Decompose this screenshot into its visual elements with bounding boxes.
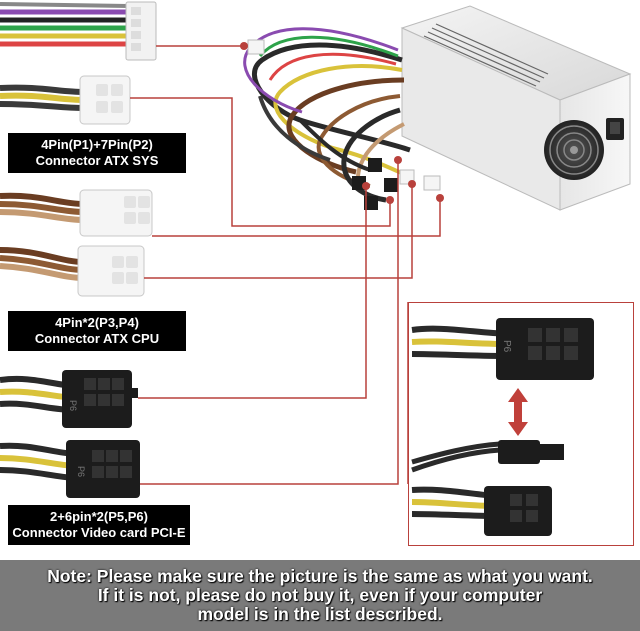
p1-4pin-cable bbox=[0, 75, 131, 125]
label-pcie-pins: 2+6pin*2(P5,P6) bbox=[50, 509, 148, 524]
label-atx-cpu-name: Connector ATX CPU bbox=[34, 331, 160, 346]
label-atx-sys-pins: 4Pin(P1)+7Pin(P2) bbox=[41, 137, 153, 152]
double-arrow-icon bbox=[508, 388, 528, 436]
atx-sys-7pin-cable bbox=[0, 1, 157, 61]
p6-mark-left-lower: P6 bbox=[76, 466, 86, 477]
label-atx-sys: 4Pin(P1)+7Pin(P2) Connector ATX SYS bbox=[8, 133, 186, 173]
p6-mark-inset: P6 bbox=[501, 340, 512, 353]
label-atx-cpu: 4Pin*2(P3,P4) Connector ATX CPU bbox=[8, 311, 186, 351]
bundle-plugs bbox=[247, 39, 441, 210]
label-pcie-name: Connector Video card PCI-E bbox=[12, 525, 186, 540]
p6-mark-left-upper: P6 bbox=[68, 400, 78, 411]
note-line-3: model is in the list described. bbox=[197, 604, 443, 624]
p5-pcie-cable bbox=[0, 370, 138, 428]
inset-split-cable bbox=[411, 440, 564, 536]
power-supply-unit bbox=[400, 5, 632, 211]
note-line-1: Note: Please make sure the picture is th… bbox=[47, 566, 593, 586]
inset-frame bbox=[408, 302, 634, 546]
leader-dots bbox=[240, 42, 444, 204]
p4-4pin-cable bbox=[0, 245, 145, 297]
label-atx-cpu-pins: 4Pin*2(P3,P4) bbox=[55, 315, 139, 330]
p3-4pin-cable bbox=[0, 189, 153, 237]
cable-bundle bbox=[243, 27, 411, 203]
label-pcie: 2+6pin*2(P5,P6) Connector Video card PCI… bbox=[8, 505, 190, 545]
inset-top-cable bbox=[411, 318, 594, 380]
label-atx-sys-name: Connector ATX SYS bbox=[35, 153, 159, 168]
note-banner: Note: Please make sure the picture is th… bbox=[0, 560, 640, 631]
note-line-2: If it is not, please do not buy it, even… bbox=[97, 585, 543, 605]
p6-pcie-cable bbox=[0, 440, 140, 498]
